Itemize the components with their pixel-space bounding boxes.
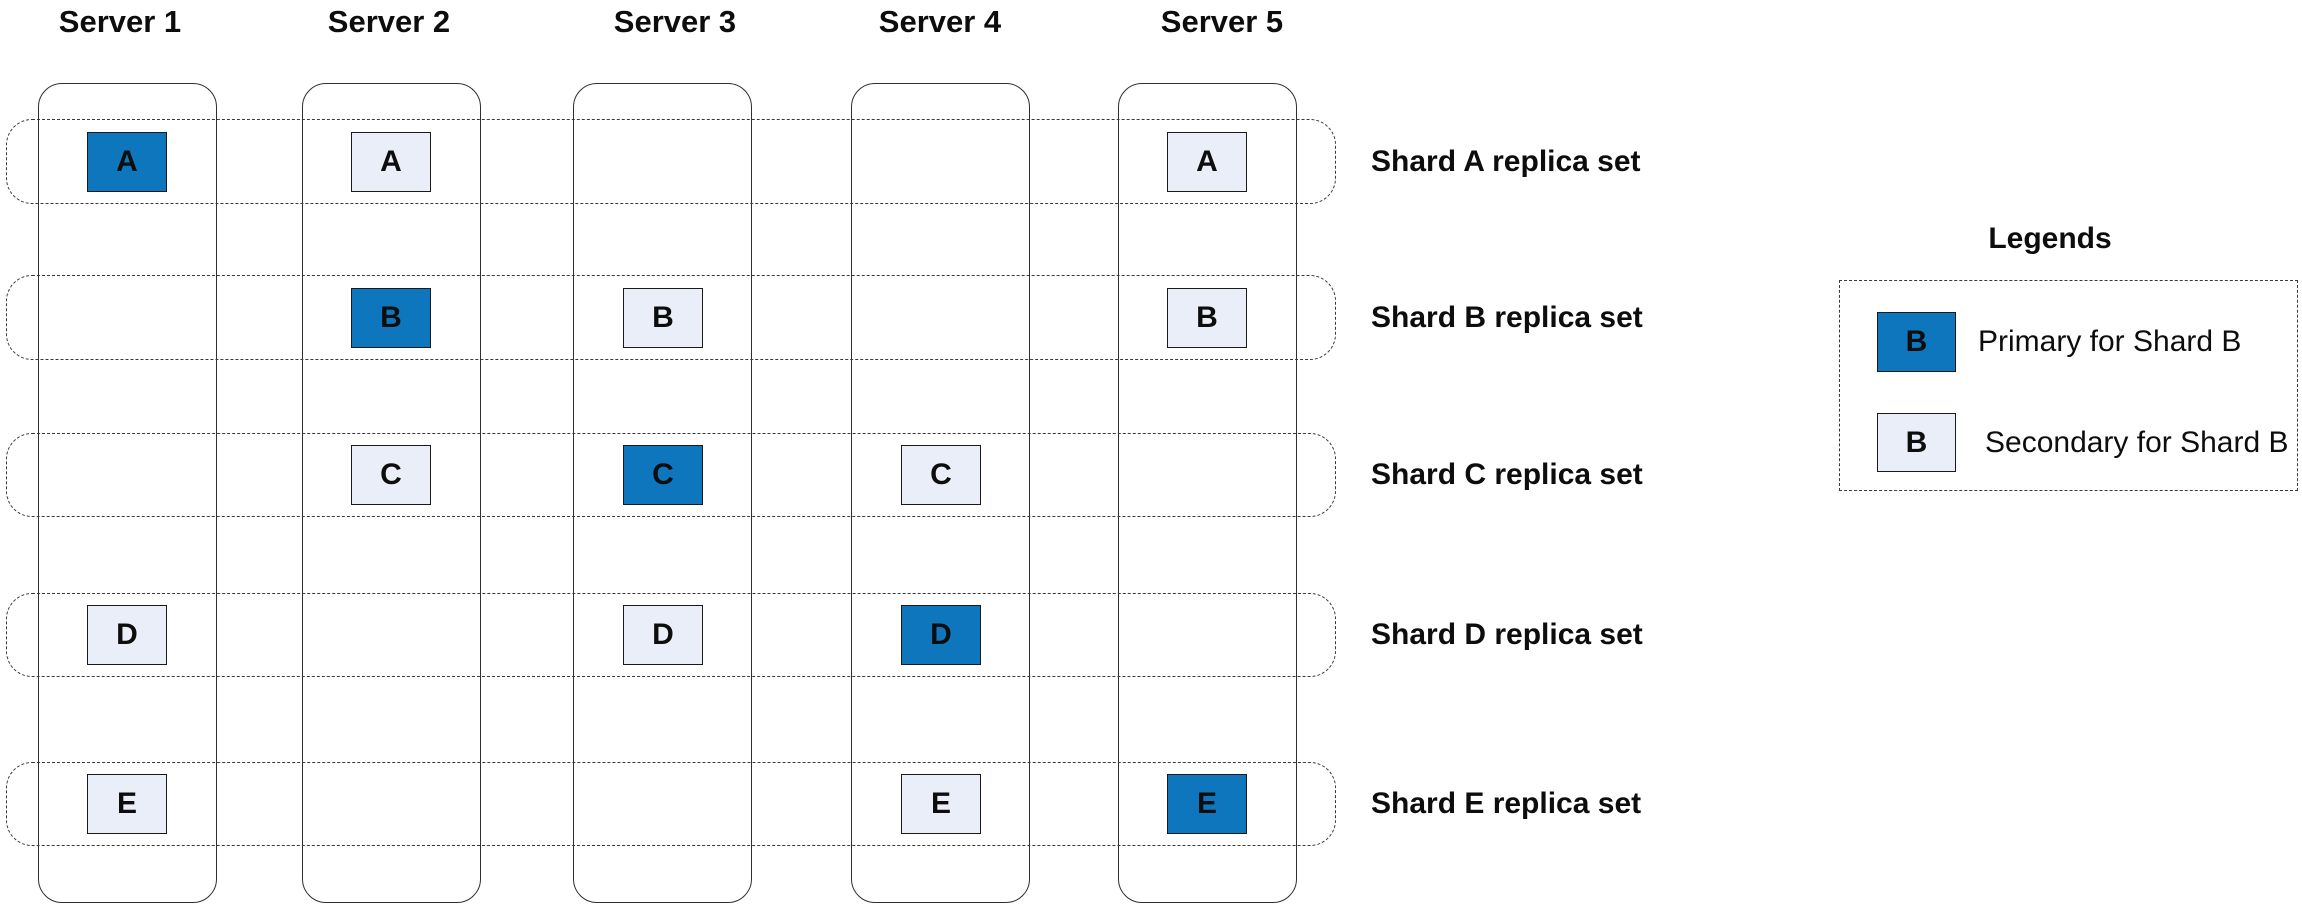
server-title-3: Server 3: [613, 4, 737, 39]
legend-title: Legends: [1988, 222, 2112, 255]
server-column-5: [1118, 83, 1297, 903]
legend-secondary-label: Secondary for Shard B: [1985, 426, 2289, 459]
server-title-4: Server 4: [878, 4, 1002, 39]
shard-d-replica-set-row: [6, 593, 1336, 677]
shard-d-row-label: Shard D replica set: [1371, 618, 1643, 651]
server-column-3: [573, 83, 752, 903]
shard-b-row-label: Shard B replica set: [1371, 301, 1643, 334]
shard-box-a-server-1-primary: A: [87, 132, 167, 192]
server-column-1: [38, 83, 217, 903]
legend-primary-label: Primary for Shard B: [1978, 325, 2242, 358]
shard-box-d-server-4-primary: D: [901, 605, 981, 665]
shard-box-d-server-1-secondary: D: [87, 605, 167, 665]
legend-box: B Primary for Shard B B Secondary for Sh…: [1839, 280, 2298, 491]
shard-box-e-server-1-secondary: E: [87, 774, 167, 834]
legend-secondary-swatch: B: [1877, 413, 1956, 472]
shard-a-replica-set-row: [6, 119, 1336, 204]
shard-box-a-server-5-secondary: A: [1167, 132, 1247, 192]
shard-c-replica-set-row: [6, 433, 1336, 517]
shard-box-b-server-2-primary: B: [351, 288, 431, 348]
server-column-2: [302, 83, 481, 903]
server-title-5: Server 5: [1160, 4, 1284, 39]
shard-c-row-label: Shard C replica set: [1371, 458, 1643, 491]
shard-box-c-server-3-primary: C: [623, 445, 703, 505]
shard-box-c-server-2-secondary: C: [351, 445, 431, 505]
shard-e-row-label: Shard E replica set: [1371, 787, 1642, 820]
server-title-1: Server 1: [58, 4, 182, 39]
shard-e-replica-set-row: [6, 762, 1336, 846]
server-title-2: Server 2: [327, 4, 451, 39]
shard-b-replica-set-row: [6, 275, 1336, 360]
shard-box-d-server-3-secondary: D: [623, 605, 703, 665]
legend-primary-swatch: B: [1877, 312, 1956, 372]
shard-a-row-label: Shard A replica set: [1371, 145, 1641, 178]
shard-box-b-server-3-secondary: B: [623, 288, 703, 348]
shard-box-b-server-5-secondary: B: [1167, 288, 1247, 348]
shard-box-a-server-2-secondary: A: [351, 132, 431, 192]
shard-box-c-server-4-secondary: C: [901, 445, 981, 505]
shard-box-e-server-5-primary: E: [1167, 774, 1247, 834]
shard-box-e-server-4-secondary: E: [901, 774, 981, 834]
server-column-4: [851, 83, 1030, 903]
